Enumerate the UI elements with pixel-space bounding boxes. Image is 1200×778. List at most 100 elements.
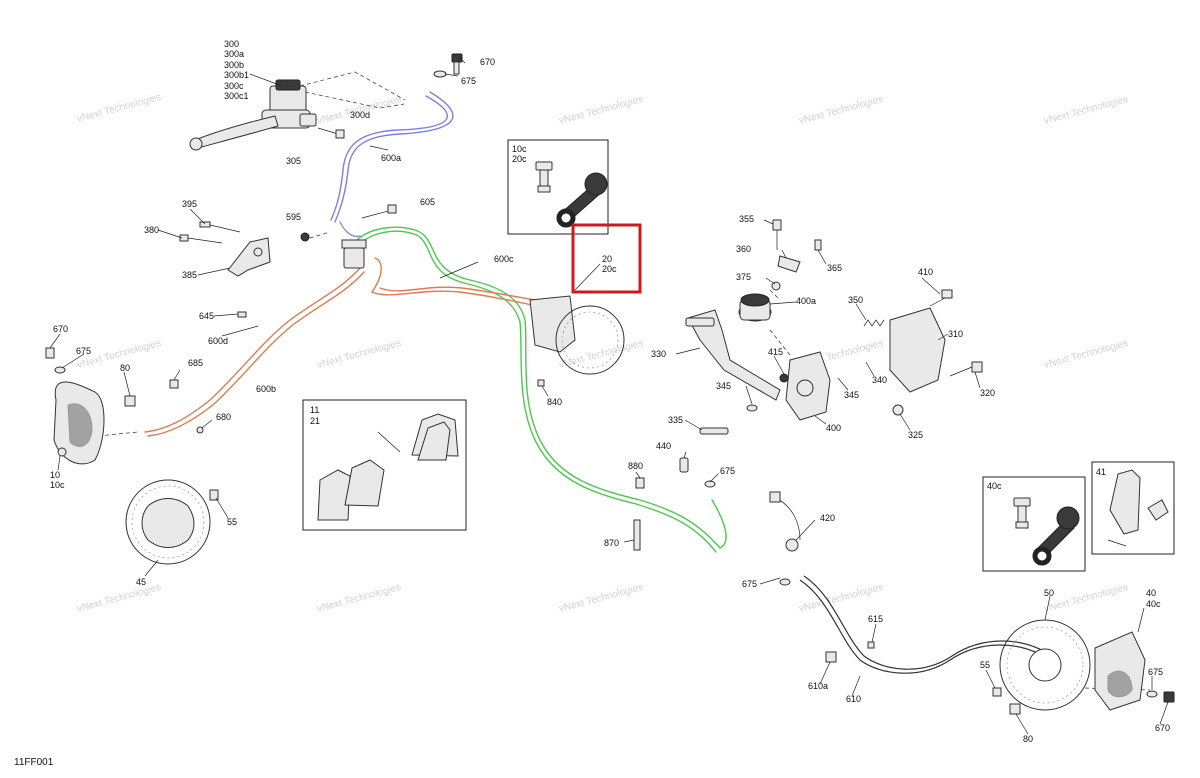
bolt-80-right[interactable]: [1009, 703, 1021, 715]
washer-345[interactable]: [746, 404, 758, 412]
clip-840[interactable]: [537, 379, 545, 387]
bolt-55-left[interactable]: [209, 489, 219, 501]
callout-label: 55: [227, 517, 237, 527]
leader-lines: [49, 57, 1169, 735]
brake-pad-icon: [1107, 469, 1169, 547]
highlight-box-20-20c[interactable]: [571, 223, 642, 294]
callout-label: 45: [136, 577, 146, 587]
callout-label: 340: [872, 375, 887, 385]
brake-pad-icon: [317, 413, 459, 521]
bolt-670-right[interactable]: [1163, 691, 1175, 703]
bolt-680[interactable]: [196, 426, 204, 434]
bolt-410[interactable]: [929, 289, 953, 307]
nut-375[interactable]: [771, 281, 781, 291]
bolt-380[interactable]: [179, 234, 223, 244]
brake-switch-440[interactable]: [679, 457, 689, 473]
callout-label: 380: [144, 225, 159, 235]
callout-label: 420: [820, 513, 835, 523]
bolt-365[interactable]: [814, 239, 822, 251]
callout-label: 300: [224, 39, 239, 49]
callout-label: 670: [1155, 723, 1170, 733]
callout-label: 10c: [512, 144, 527, 154]
bolt-395[interactable]: [199, 221, 241, 233]
brake-lines: [144, 91, 727, 553]
bolt-670-top[interactable]: [451, 53, 463, 75]
bolt-305[interactable]: [317, 127, 345, 139]
washer-675-right[interactable]: [1146, 690, 1158, 698]
master-cylinder-300[interactable]: [189, 79, 317, 151]
sensor-420[interactable]: [769, 491, 801, 552]
rear-line-610[interactable]: [799, 575, 1053, 674]
bolt-670-left[interactable]: [45, 347, 55, 359]
caliper-40[interactable]: [1094, 631, 1146, 711]
washer-675-left[interactable]: [54, 366, 66, 374]
bleeder-cap-icon: [1032, 506, 1080, 566]
callout-label: 80: [1023, 734, 1033, 744]
washer-675-mid[interactable]: [704, 480, 716, 488]
nut-595[interactable]: [300, 232, 310, 242]
callout-label: 80: [120, 363, 130, 373]
caliper-20[interactable]: [529, 295, 625, 375]
callout-label: 21: [310, 416, 320, 426]
clip-685[interactable]: [169, 379, 179, 389]
bolt-320[interactable]: [949, 361, 983, 377]
callout-label: 350: [848, 295, 863, 305]
callout-label: 50: [1044, 588, 1054, 598]
callout-label: 300c: [224, 81, 244, 91]
callout-label: 840: [547, 397, 562, 407]
callout-label: 325: [908, 430, 923, 440]
pin-335[interactable]: [699, 427, 729, 435]
hose-600d-inner: [379, 286, 536, 301]
callout-label: 870: [604, 538, 619, 548]
bolt-645[interactable]: [237, 311, 247, 318]
bolt-870[interactable]: [633, 519, 641, 551]
hose-600b[interactable]: [144, 267, 361, 433]
callout-label: 880: [628, 461, 643, 471]
callout-label: 670: [480, 57, 495, 67]
clip-880[interactable]: [635, 477, 645, 489]
bolt-605[interactable]: [361, 204, 397, 219]
brake-disc-45[interactable]: [125, 479, 211, 565]
callout-label: 300c1: [224, 91, 249, 101]
rear-master-cylinder-400[interactable]: [785, 351, 831, 421]
bracket-310[interactable]: [889, 307, 946, 393]
bolt-610a[interactable]: [825, 651, 837, 663]
spring-350[interactable]: [863, 319, 885, 327]
bolt-355[interactable]: [772, 219, 782, 250]
watermark: vNext Technologies: [558, 94, 644, 127]
clip-615[interactable]: [867, 641, 875, 649]
callout-label: 600a: [381, 153, 401, 163]
callout-label: 400a: [796, 296, 816, 306]
washer-675-top[interactable]: [433, 70, 447, 78]
hose-600d: [370, 257, 533, 306]
caliper-10[interactable]: [53, 381, 105, 465]
callout-label: 400: [826, 423, 841, 433]
reservoir-400a[interactable]: [738, 293, 772, 322]
hose-600c[interactable]: [356, 226, 727, 549]
watermark: vNext Technologies: [316, 582, 402, 615]
washer-675-low[interactable]: [779, 578, 791, 586]
callout-label: 595: [286, 212, 301, 222]
hose-600b-inner: [147, 271, 365, 437]
distribution-block[interactable]: [341, 239, 367, 269]
pedal-330[interactable]: [685, 309, 781, 401]
callout-label: 335: [668, 415, 683, 425]
nut-415[interactable]: [779, 373, 789, 383]
bolt-55-right[interactable]: [992, 687, 1002, 697]
callout-label: 600c: [494, 254, 514, 264]
hose-600a[interactable]: [334, 91, 454, 223]
bracket-385[interactable]: [227, 237, 271, 277]
bolt-80-left[interactable]: [124, 395, 136, 407]
callout-label: 310: [948, 329, 963, 339]
hose-600a-lower: [339, 221, 361, 237]
watermark: vNext Technologies: [76, 582, 162, 615]
callout-label: 675: [1148, 667, 1163, 677]
callout-label: 40c: [987, 481, 1002, 491]
brake-disc-50[interactable]: [999, 619, 1091, 711]
watermark: vNext Technologies: [1043, 94, 1129, 127]
callout-label: 300a: [224, 49, 244, 59]
bracket-360[interactable]: [777, 255, 801, 273]
nut-325[interactable]: [892, 404, 904, 416]
callout-label: 40c: [1146, 599, 1161, 609]
